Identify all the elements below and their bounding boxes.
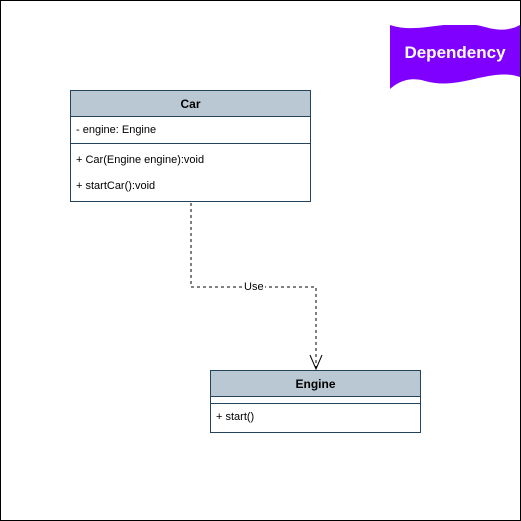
class-car-name: Car: [71, 91, 310, 117]
class-car[interactable]: Car - engine: Engine + Car(Engine engine…: [70, 90, 311, 202]
class-engine[interactable]: Engine + start(): [210, 370, 421, 433]
car-method-constructor: + Car(Engine engine):void: [76, 154, 205, 166]
class-engine-methods: + start(): [211, 404, 420, 430]
class-engine-name: Engine: [211, 371, 420, 397]
class-engine-attributes: [211, 397, 420, 404]
engine-method-start: + start(): [216, 411, 255, 423]
open-arrowhead: [309, 354, 323, 371]
class-car-attributes: - engine: Engine: [71, 117, 310, 144]
class-car-methods: + Car(Engine engine):void + startCar():v…: [71, 144, 310, 199]
car-method-startcar: + startCar():void: [76, 180, 156, 192]
dependency-banner-label: Dependency: [404, 43, 506, 62]
dependency-banner-shape: [390, 25, 520, 89]
dependency-label: Use: [243, 281, 265, 293]
car-attribute-engine: - engine: Engine: [76, 124, 157, 136]
